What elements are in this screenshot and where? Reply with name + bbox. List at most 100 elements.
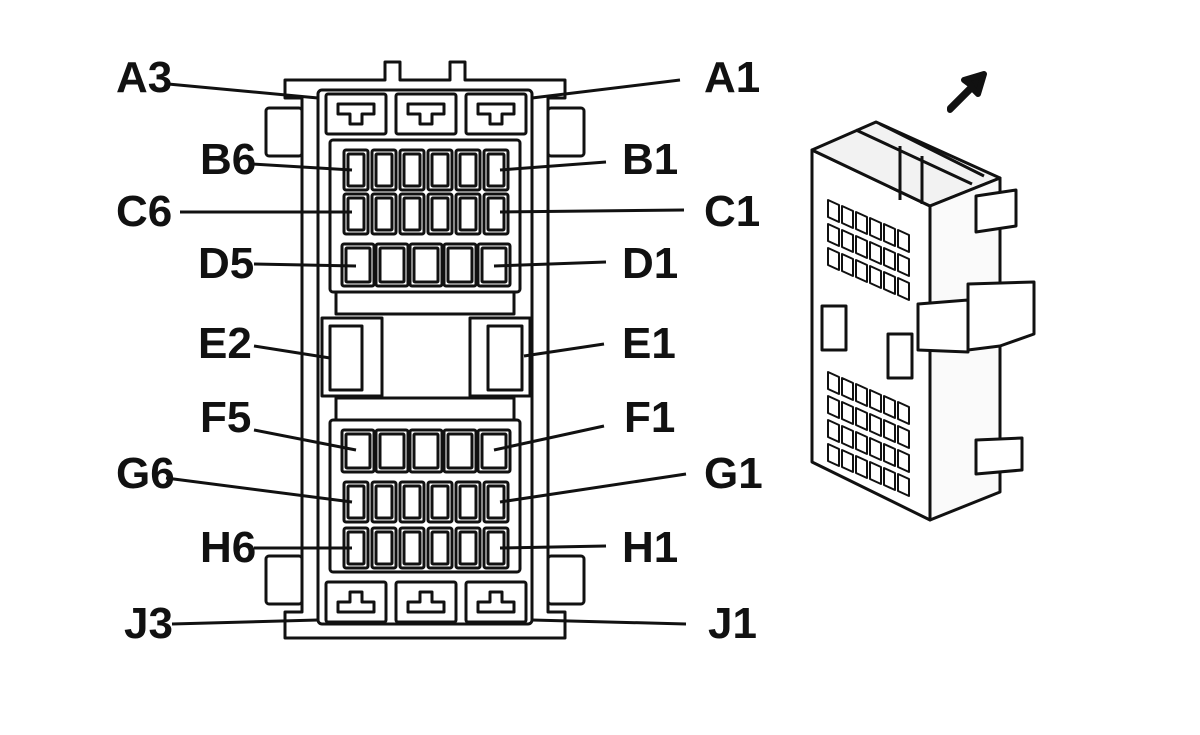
iso-terminal [827,223,840,247]
iso-latch-right-mid [966,280,1036,352]
iso-terminal [855,431,868,455]
label-D5: D5 [198,239,254,288]
iso-terminal [841,229,854,253]
leader-G1 [499,472,687,504]
row-H-terminal [458,530,478,566]
iso-terminal [869,437,882,461]
iso-terminal [897,253,910,277]
row-C-terminal [458,196,478,232]
iso-terminal [827,443,840,467]
leader-G6 [165,476,353,504]
leader-D5 [253,262,357,268]
latch-bottom-right [546,554,586,606]
iso-terminal [855,407,868,431]
leader-E2 [253,344,331,360]
iso-terminal [827,199,840,223]
row-H-terminal [402,530,422,566]
iso-terminal [841,425,854,449]
iso-terminal [883,419,896,443]
arrow-up-right-icon [947,71,987,113]
latch-top-left [264,106,304,158]
cavity-E2 [320,316,384,398]
leader-A1 [531,78,681,100]
iso-terminal [841,205,854,229]
row-F-terminal [412,432,440,470]
leader-H1 [499,544,607,550]
label-A3: A3 [116,53,172,102]
iso-terminal [841,253,854,277]
label-B1: B1 [622,135,678,184]
row-H-terminal [430,530,450,566]
iso-latch-right-upper [974,188,1018,234]
label-H1: H1 [622,523,678,572]
iso-latch-right-lower [974,436,1024,476]
iso-terminal [883,467,896,491]
row-D-terminal [412,246,440,284]
row-C-terminal [430,196,450,232]
row-F-terminal [446,432,474,470]
latch-top-right [546,106,586,158]
iso-terminal [869,461,882,485]
leader-E1 [523,342,605,358]
cavity-E1 [468,316,532,398]
iso-terminal [827,371,840,395]
iso-cavity-left [820,304,848,352]
row-J-terminal [336,590,376,614]
iso-terminal [883,395,896,419]
row-F-terminal [480,432,508,470]
iso-terminal [855,235,868,259]
label-B6: B6 [200,135,256,184]
iso-latch-right-side [916,298,970,354]
row-C-terminal [486,196,506,232]
row-J-terminal [406,590,446,614]
leader-C1 [499,208,685,214]
iso-terminal [869,413,882,437]
iso-terminal [841,377,854,401]
iso-top-ridges [855,122,985,204]
leader-F5 [253,428,357,452]
label-F5: F5 [200,393,251,442]
row-G-terminal [458,484,478,520]
label-G1: G1 [704,449,763,498]
leader-F1 [493,424,605,452]
iso-terminal [827,247,840,271]
leader-A3 [167,82,319,100]
center-bar-top [334,290,516,316]
label-G6: G6 [116,449,175,498]
row-A-terminal [476,102,516,126]
iso-terminal [855,455,868,479]
iso-terminal [841,449,854,473]
iso-terminal [897,229,910,253]
label-E2: E2 [198,319,252,368]
row-F-terminal [378,432,406,470]
iso-terminal [897,473,910,497]
iso-terminal [897,401,910,425]
row-B-terminal [458,152,478,188]
label-J3: J3 [124,599,173,648]
iso-terminal [827,395,840,419]
row-C-terminal [374,196,394,232]
iso-cavity-right [886,332,914,380]
leader-J1 [531,618,687,626]
label-C1: C1 [704,187,760,236]
row-D-terminal [446,246,474,284]
iso-terminal [897,277,910,301]
row-B-terminal [430,152,450,188]
row-G-terminal [430,484,450,520]
row-C-terminal [346,196,366,232]
row-A-terminal [406,102,446,126]
row-G-terminal [402,484,422,520]
label-J1: J1 [708,599,757,648]
latch-bottom-left [264,554,304,606]
leader-B1 [499,160,607,172]
label-A1: A1 [704,53,760,102]
row-G-terminal [374,484,394,520]
row-J-terminal [476,590,516,614]
iso-terminal [883,443,896,467]
iso-terminal [883,223,896,247]
row-H-terminal [374,530,394,566]
iso-terminal [897,449,910,473]
iso-terminal [841,401,854,425]
